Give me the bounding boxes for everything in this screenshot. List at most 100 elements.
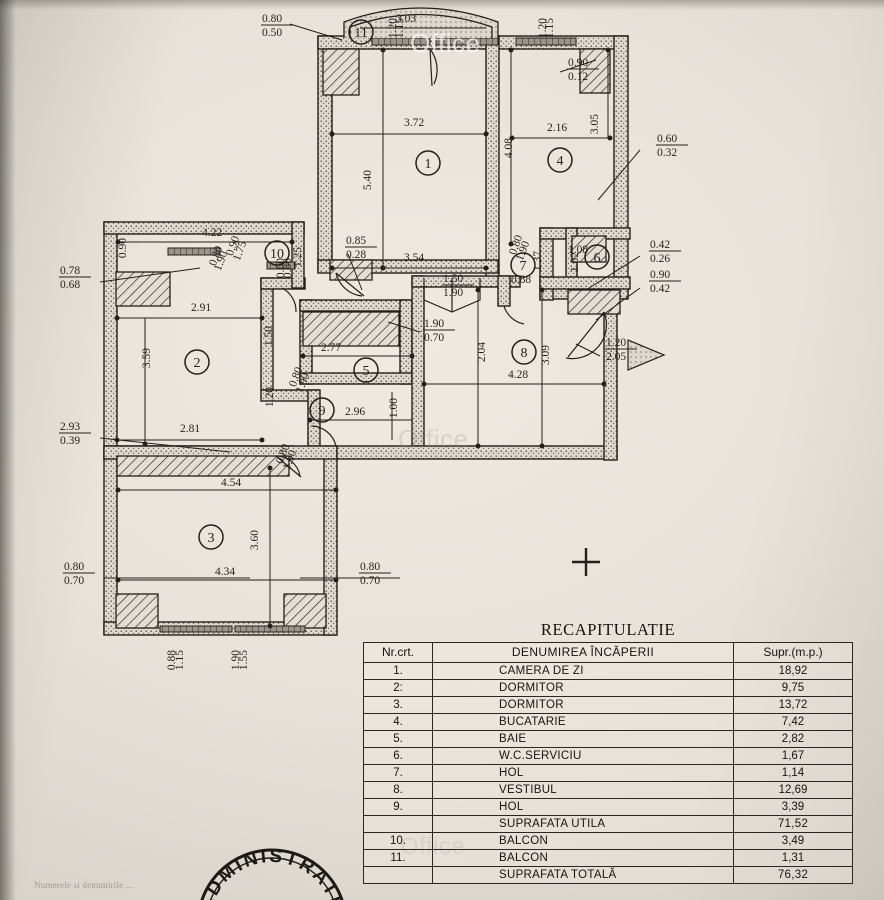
- svg-text:0.42: 0.42: [650, 239, 670, 251]
- registration-crosshair: [572, 548, 600, 576]
- svg-text:9: 9: [319, 404, 326, 419]
- cell-nr: 4.: [363, 713, 433, 731]
- svg-text:0.80: 0.80: [262, 13, 282, 25]
- opening-size-labels: 0.800.500.900.120.600.320.420.260.900.42…: [59, 13, 688, 587]
- svg-text:2: 2: [194, 356, 201, 371]
- dimension-label: 1.00: [388, 398, 400, 418]
- dimension-label: 1.82: [569, 252, 581, 272]
- opening-size-label: 1.501.90: [442, 273, 474, 299]
- room-marker-5: 5: [353, 357, 379, 383]
- scan-shadow-left: [0, 0, 16, 900]
- dimension-label: 1.37: [532, 251, 544, 271]
- svg-text:6: 6: [594, 251, 601, 266]
- cell-nr: 1.: [363, 662, 433, 680]
- opening-size-label: 0.80 0.50: [261, 13, 293, 39]
- table-header-row: Nr.crt. DENUMIREA ÎNCĂPERII Supr.(m.p.): [363, 642, 853, 663]
- room-marker-11: 11: [348, 19, 374, 45]
- cell-name: DORMITOR: [432, 696, 734, 714]
- svg-text:0.32: 0.32: [657, 147, 677, 159]
- cell-name: DORMITOR: [432, 679, 734, 697]
- cell-nr: 3.: [363, 696, 433, 714]
- recapitulatie-table: RECAPITULATIE Nr.crt. DENUMIREA ÎNCĂPERI…: [363, 620, 853, 884]
- room-marker-7: 7: [510, 252, 536, 278]
- opening-size-label: 0.800.70: [359, 561, 391, 587]
- svg-text:0.42: 0.42: [650, 283, 670, 295]
- cell-supr: 12,69: [733, 781, 853, 799]
- svg-text:0.80: 0.80: [64, 561, 84, 573]
- cell-supr: 1,31: [733, 849, 853, 867]
- cell-name: VESTIBUL: [432, 781, 734, 799]
- svg-text:1.90: 1.90: [424, 318, 444, 330]
- dimension-label: 0.88: [511, 274, 531, 286]
- cell-supr: 9,75: [733, 679, 853, 697]
- svg-text:2.05: 2.05: [606, 351, 626, 363]
- cell-name: BALCON: [432, 849, 734, 867]
- opening-size-label: 0.42 0.26: [649, 239, 681, 265]
- opening-size-label: 0.80 0.70: [63, 561, 95, 587]
- svg-text:0.28: 0.28: [346, 249, 366, 261]
- svg-text:7: 7: [520, 259, 527, 274]
- cell-nr: 8.: [363, 781, 433, 799]
- opening-size-label: 0.60 0.32: [656, 133, 688, 159]
- cell-supr: 3,39: [733, 798, 853, 816]
- svg-text:0.39: 0.39: [60, 435, 80, 447]
- dimension-label: 0.90: [117, 238, 129, 258]
- cell-nr: 7.: [363, 764, 433, 782]
- dimension-label: 4.22: [202, 227, 222, 239]
- dimension-label: 1.15: [544, 18, 556, 38]
- dimension-label: 1.20: [387, 18, 399, 38]
- dimension-label: 2.81: [180, 423, 200, 435]
- room-marker-10: 10: [264, 240, 290, 266]
- svg-text:1.20: 1.20: [606, 337, 626, 349]
- opening-size-label: 1.20 2.05: [605, 337, 637, 363]
- svg-text:0.85: 0.85: [346, 235, 366, 247]
- svg-text:0.26: 0.26: [650, 253, 670, 265]
- dimension-label: 5.40: [362, 170, 374, 190]
- cell-nr: 11.: [363, 849, 433, 867]
- svg-text:0.90: 0.90: [650, 269, 670, 281]
- svg-text:0.60: 0.60: [657, 133, 677, 145]
- header-name: DENUMIREA ÎNCĂPERII: [432, 642, 734, 663]
- svg-text:0.12: 0.12: [568, 71, 588, 83]
- svg-text:0.50: 0.50: [262, 27, 282, 39]
- opening-size-label: 0.780.68: [59, 265, 91, 291]
- cell-nr: 6.: [363, 747, 433, 765]
- svg-text:11: 11: [354, 26, 367, 41]
- opening-size-label: 1.900.70: [423, 318, 455, 344]
- room-marker-2: 2: [184, 349, 210, 375]
- opening-size-label: 0.900.12: [567, 57, 599, 83]
- room-marker-1: 1: [415, 150, 441, 176]
- cell-name: SUPRAFATA UTILA: [432, 815, 734, 833]
- svg-text:0.70: 0.70: [64, 575, 84, 587]
- scan-shadow-top: [0, 0, 884, 10]
- cell-nr: [363, 815, 433, 833]
- svg-text:0.80: 0.80: [360, 561, 380, 573]
- dimension-label: 0.80: [282, 258, 294, 278]
- cell-name: HOL: [432, 798, 734, 816]
- cell-supr: 18,92: [733, 662, 853, 680]
- table-caption: RECAPITULATIE: [540, 620, 676, 639]
- cell-name: BALCON: [432, 832, 734, 850]
- svg-text:1.50: 1.50: [443, 273, 463, 285]
- room-marker-4: 4: [547, 147, 573, 173]
- dimension-label: 3.59: [141, 348, 153, 368]
- dimension-label: 1.90: [230, 650, 242, 670]
- cell-supr: 7,42: [733, 713, 853, 731]
- cell-nr: 5.: [363, 730, 433, 748]
- opening-size-label: 2.930.39: [59, 421, 91, 447]
- svg-text:10: 10: [270, 247, 284, 262]
- cell-supr: 1,67: [733, 747, 853, 765]
- dimension-label: 1.15: [394, 18, 406, 38]
- dimension-label: 2.16: [547, 122, 567, 134]
